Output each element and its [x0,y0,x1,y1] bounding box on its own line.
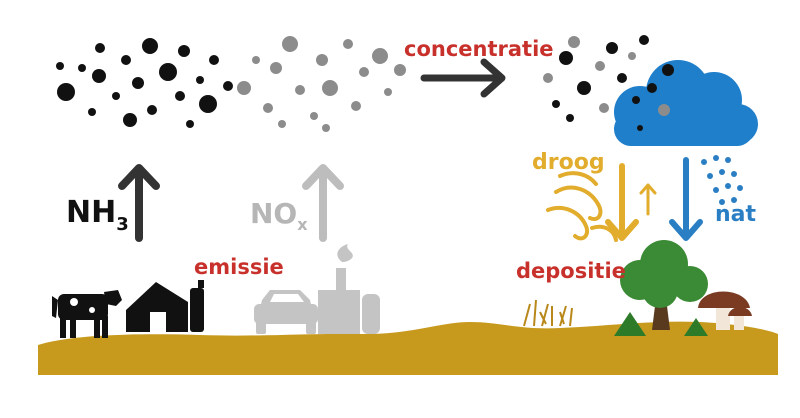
nox-label-sub: x [297,215,308,234]
nh3-label-sub: 3 [116,214,129,235]
car-window [270,294,304,302]
nh3-particles [56,38,233,128]
concentration-arrow [420,58,506,98]
barn-icon [126,280,204,332]
factory-icon [318,244,380,334]
nh3-label: NH3 [66,195,129,234]
nox-label: NOx [250,197,308,233]
cloud-icon [614,60,758,146]
cow-spots [70,298,95,313]
nat-label: nat [715,202,757,227]
droog-label: droog [532,150,605,175]
nox-label-main: NO [250,197,298,230]
mushroom-icon [698,291,752,330]
cloud-particles [543,35,649,122]
depositie-label: depositie [516,259,626,283]
concentratie-label: concentratie [404,37,554,61]
nox-particles [237,36,406,132]
cloud-particles-front [632,64,674,131]
nox-emission-arrow [302,164,344,242]
wet-deposition-arrow [669,157,703,241]
rain-icon [701,155,743,205]
nh3-label-main: NH [66,195,117,230]
wind-icon [546,171,618,242]
nh3-emission-arrow [118,164,160,242]
tree-icon [614,240,708,336]
emissie-label: emissie [194,255,284,279]
cow-icon [52,290,122,338]
dry-deposition-arrow [605,163,657,241]
grass-icon [523,299,573,327]
barn-door [150,312,166,332]
ground [38,321,778,375]
